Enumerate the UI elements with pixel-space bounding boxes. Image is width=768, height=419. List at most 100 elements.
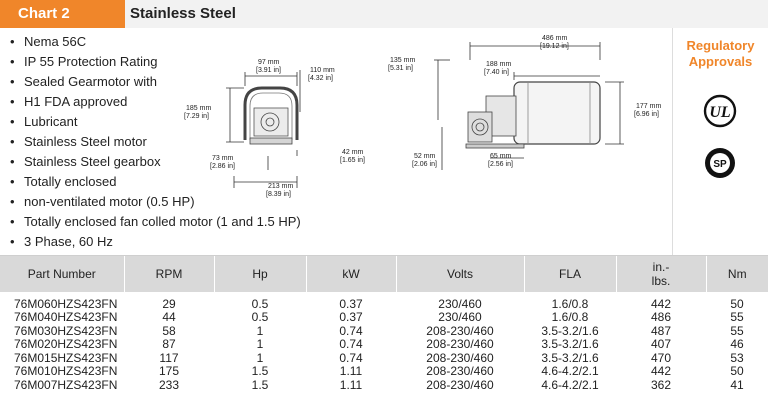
cell-rpm: 117: [159, 350, 179, 365]
front-height-mm: 185 mm: [186, 105, 211, 112]
cell-rpm: 87: [162, 337, 176, 352]
front-view-drawing: [226, 70, 301, 188]
cell-in-lbs: 470: [650, 350, 672, 365]
cell-fla: 1.6/0.8: [551, 310, 589, 325]
cell-in-lbs: 486: [650, 310, 672, 325]
col-header-kw: kW: [306, 256, 397, 292]
cell-nm: 50: [730, 297, 744, 311]
feature-item-cont: non-ventilated motor (0.5 HP): [10, 192, 310, 212]
cell-kw: 0.74: [339, 350, 363, 365]
side-shaft-in: [2.06 in]: [412, 161, 437, 168]
side-motor-mm: 188 mm: [486, 61, 511, 68]
svg-text:SP: SP: [713, 159, 727, 170]
cell-in-lbs: 487: [650, 323, 672, 338]
cell-hp: 0.5: [251, 310, 269, 325]
cell-part-number: 76M030HZS423FN: [14, 323, 118, 338]
cell-part-number: 76M007HZS423FN: [14, 377, 118, 392]
cell-volts: 208-230/460: [426, 377, 494, 392]
side-height-in: [6.96 in]: [634, 111, 659, 118]
cell-hp: 1: [256, 350, 264, 365]
cell-nm: 53: [730, 350, 744, 365]
cell-part-number: 76M060HZS423FN: [14, 297, 118, 311]
cell-part-number: 76M010HZS423FN: [14, 364, 118, 379]
cell-in-lbs: 442: [650, 297, 672, 311]
cell-fla: 4.6-4.2/2.1: [541, 364, 599, 379]
feature-item-cont: Lubricant: [10, 112, 310, 132]
cell-kw: 0.74: [339, 337, 363, 352]
front-depth-mm: 110 mm: [310, 67, 335, 74]
feature-item: Stainless Steel gearbox: [10, 152, 310, 172]
col-header-fla: FLA: [524, 256, 617, 292]
col-header-nm: Nm: [727, 267, 747, 281]
chart-title: Stainless Steel: [130, 5, 236, 22]
cell-part-number: 76M040HZS423FN: [14, 310, 118, 325]
side-top-mm: 135 mm: [390, 57, 415, 64]
cell-in-lbs: 442: [650, 364, 672, 379]
feature-item: Totally enclosed: [10, 172, 310, 192]
cell-nm: 46: [730, 337, 744, 352]
cell-rpm: 233: [158, 377, 180, 392]
regulatory-approvals: Regulatory Approvals UL SP: [672, 28, 768, 256]
cell-nm: 50: [730, 364, 744, 379]
front-shaft-mm: 42 mm: [342, 149, 364, 156]
cell-nm: 55: [730, 323, 744, 338]
front-overall-mm: 213 mm: [268, 183, 293, 190]
cell-kw: 1.11: [339, 377, 363, 392]
front-width-mm: 97 mm: [258, 59, 280, 66]
feature-item-cont: H1 FDA approved: [10, 92, 310, 112]
col-header-in-lbs: in.- lbs.: [616, 256, 707, 292]
feature-item: Nema 56C: [10, 32, 310, 52]
feature-list: Nema 56C IP 55 Protection Rating Sealed …: [10, 32, 310, 252]
side-base-mm: 65 mm: [490, 153, 512, 160]
cell-kw: 1.11: [339, 364, 363, 379]
col-header-hp: Hp: [214, 256, 307, 292]
col-header-rpm: RPM: [124, 256, 215, 292]
cell-volts: 230/460: [438, 297, 482, 311]
chart-header: Chart 2 Stainless Steel: [0, 0, 768, 28]
cell-volts: 208-230/460: [426, 350, 494, 365]
cell-volts: 208-230/460: [426, 337, 494, 352]
cell-hp: 1: [256, 337, 264, 352]
svg-text:UL: UL: [709, 104, 731, 121]
col-header-part-number: Part Number: [0, 256, 125, 292]
side-motor-in: [7.40 in]: [484, 69, 509, 76]
cell-fla: 4.6-4.2/2.1: [541, 377, 599, 392]
cell-nm: 55: [730, 310, 744, 325]
feature-item: IP 55 Protection Rating: [10, 52, 310, 72]
ul-logo-icon: UL: [703, 94, 737, 128]
front-shaft-in: [1.65 in]: [340, 157, 365, 164]
side-base-in: [2.56 in]: [488, 161, 513, 168]
cell-in-lbs: 362: [650, 377, 672, 392]
side-top-in: [5.31 in]: [388, 65, 413, 72]
cell-in-lbs: 407: [650, 337, 672, 352]
cell-part-number: 76M015HZS423FN: [14, 350, 118, 365]
front-width-in: [3.91 in]: [256, 67, 281, 74]
feature-item: Totally enclosed fan colled motor (1 and…: [10, 212, 310, 232]
cell-volts: 230/460: [438, 310, 482, 325]
front-base-in: [2.86 in]: [210, 163, 235, 170]
cell-kw: 0.74: [339, 323, 363, 338]
cell-kw: 0.37: [339, 297, 363, 311]
cell-hp: 0.5: [251, 297, 269, 311]
front-height-in: [7.29 in]: [184, 113, 209, 120]
feature-item: Sealed Gearmotor with: [10, 72, 310, 92]
side-length-mm: 486 mm: [542, 35, 567, 42]
csa-logo-icon: SP: [705, 148, 735, 178]
chart-label: Chart 2: [0, 0, 125, 28]
cell-rpm: 175: [158, 364, 180, 379]
cell-rpm: 58: [162, 323, 176, 338]
regulatory-title: Regulatory Approvals: [686, 38, 755, 69]
cell-volts: 208-230/460: [426, 323, 494, 338]
cell-kw: 0.37: [339, 310, 363, 325]
front-base-mm: 73 mm: [212, 155, 234, 162]
specs-table: Part Number RPM Hp kW Volts FLA in.- lbs…: [0, 256, 768, 392]
side-shaft-mm: 52 mm: [414, 153, 436, 160]
table-header-row: Part Number RPM Hp kW Volts FLA in.- lbs…: [0, 256, 768, 292]
